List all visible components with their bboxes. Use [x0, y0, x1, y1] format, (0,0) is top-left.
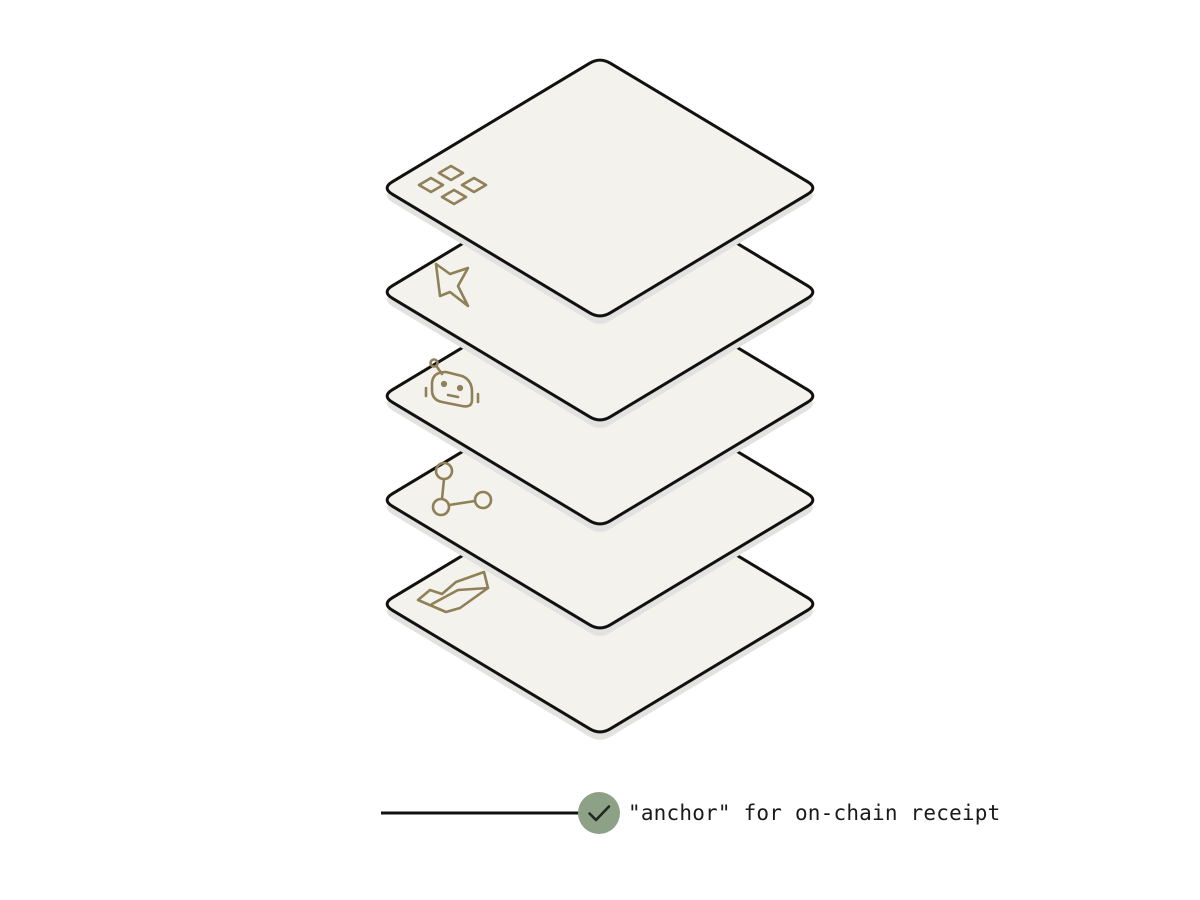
check-mark-icon: [588, 805, 611, 822]
branch-nodes-icon: [431, 461, 493, 517]
layer-plate: [385, 58, 815, 324]
apps-grid-icon: [417, 164, 488, 206]
anchor-caption: "anchor" for on-chain receipt: [628, 801, 1001, 825]
lightning-bolt-icon: [434, 262, 470, 308]
robot-agent-icon: [424, 358, 480, 408]
layer-face: [385, 58, 815, 318]
folder-icon: [416, 570, 490, 614]
check-icon: [578, 792, 620, 834]
